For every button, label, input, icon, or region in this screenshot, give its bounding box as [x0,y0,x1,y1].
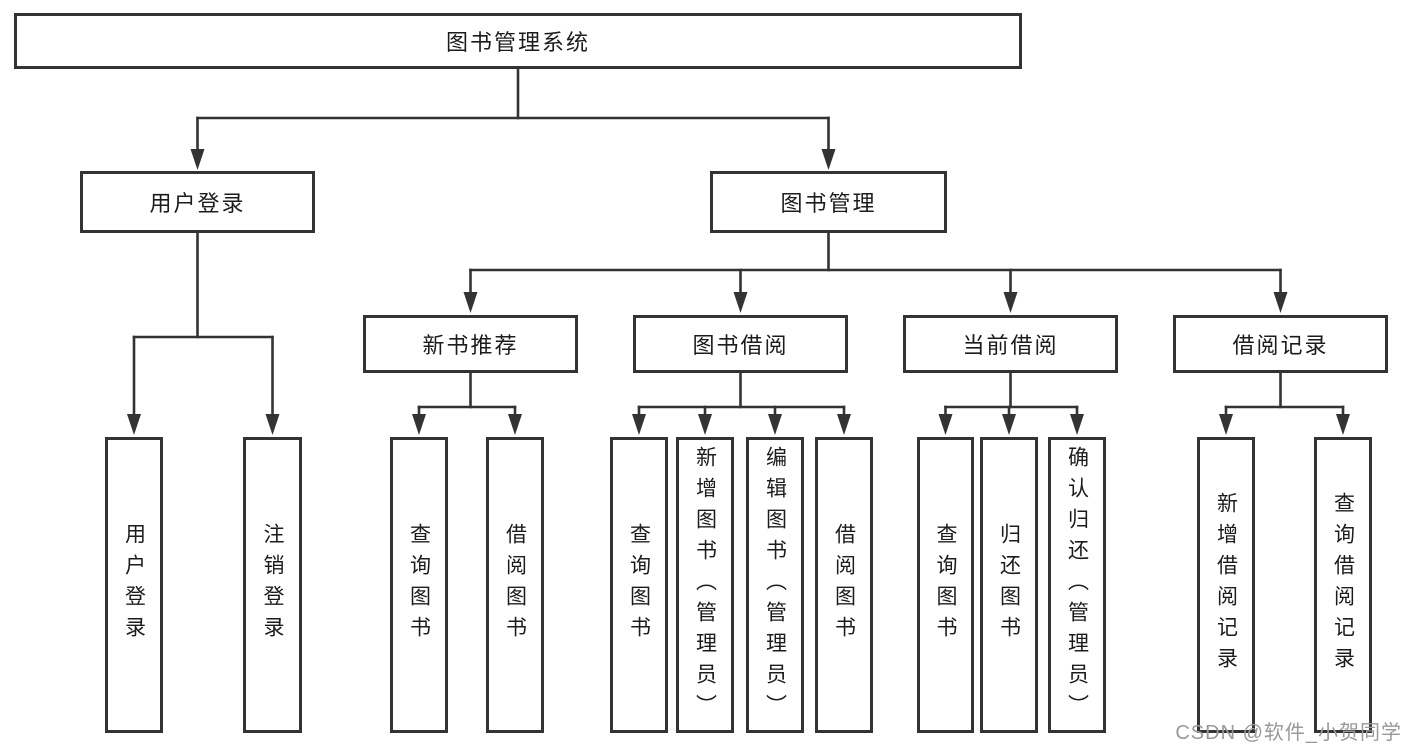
node-current-borrow: 当前借阅 [903,315,1118,373]
leaf-query-books-current: 查询图书 [917,437,974,733]
leaf-borrow-books-recommend: 借阅图书 [486,437,544,733]
node-book-management: 图书管理 [710,171,947,233]
node-book-borrow: 图书借阅 [633,315,848,373]
leaf-query-books-recommend: 查询图书 [390,437,448,733]
node-user-login: 用户登录 [80,171,315,233]
node-library-system: 图书管理系统 [14,13,1022,69]
leaf-borrow-books-borrow: 借阅图书 [815,437,873,733]
leaf-user-login: 用户登录 [105,437,163,733]
leaf-query-borrow-record: 查询借阅记录 [1314,437,1372,733]
node-borrow-records: 借阅记录 [1173,315,1388,373]
leaf-add-borrow-record: 新增借阅记录 [1197,437,1255,733]
leaf-edit-book-admin: 编辑图书（管理员） [746,437,804,733]
arrowhead-icons [127,149,1350,435]
leaf-query-books-borrow: 查询图书 [610,437,668,733]
leaf-logout: 注销登录 [243,437,302,733]
leaf-add-book-admin: 新增图书（管理员） [676,437,734,733]
watermark: CSDN @软件_小贺同学 [1175,722,1402,744]
node-new-book-recommend: 新书推荐 [363,315,578,373]
leaf-return-book: 归还图书 [980,437,1038,733]
leaf-confirm-return-admin: 确认归还（管理员） [1048,437,1106,733]
